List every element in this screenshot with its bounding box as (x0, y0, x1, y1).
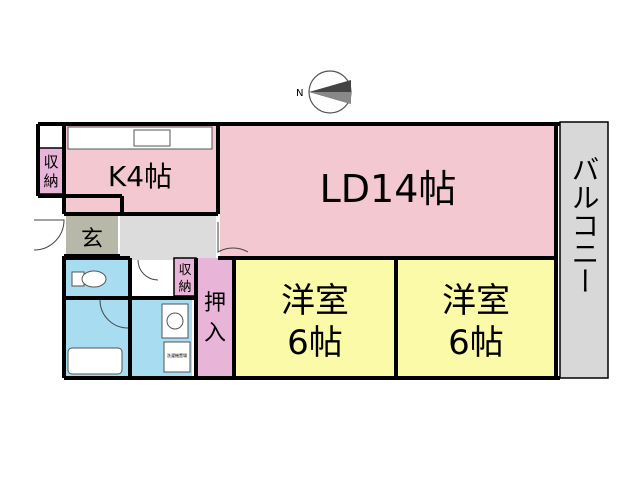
walls (36, 122, 560, 380)
compass: N (296, 70, 352, 114)
western-room-1-size: 6帖 (287, 323, 343, 363)
closet-label-1: 押 (204, 291, 226, 316)
storage-hall-label-1: 収 (178, 263, 191, 278)
storage-kitchen-label-1: 収 (43, 153, 58, 171)
entrance-area (66, 216, 118, 254)
door-swings (33, 219, 249, 329)
western-room-2 (398, 260, 554, 376)
closet-label-2: 入 (204, 321, 226, 346)
entrance-label: 玄 (81, 227, 103, 252)
washer-pan (163, 341, 191, 373)
toilet-icon (71, 270, 107, 288)
western-room-1-name: 洋室 (281, 281, 349, 321)
storage-hall-label-2: 納 (178, 280, 191, 295)
compass-north-label: N (296, 88, 303, 99)
washbasin-icon (161, 303, 189, 339)
sink-icon (133, 129, 171, 147)
compass-icon (308, 70, 352, 114)
living-dining-label: LD14帖 (320, 167, 457, 211)
balcony (559, 121, 609, 379)
western-room-2-name: 洋室 (442, 281, 510, 321)
living-dining-room (220, 126, 554, 256)
kitchen-label: K4帖 (108, 160, 172, 193)
washer-pan-note: 洗濯機置場 (167, 352, 187, 358)
bathtub-icon (67, 347, 123, 375)
western-room-2-size: 6帖 (448, 323, 504, 363)
balcony-label: バルコニー (568, 155, 601, 295)
closet-oshiire (196, 258, 234, 376)
western-room-1 (236, 260, 394, 376)
hall-area (120, 216, 216, 260)
storage-kitchen-label-2: 納 (43, 172, 58, 190)
